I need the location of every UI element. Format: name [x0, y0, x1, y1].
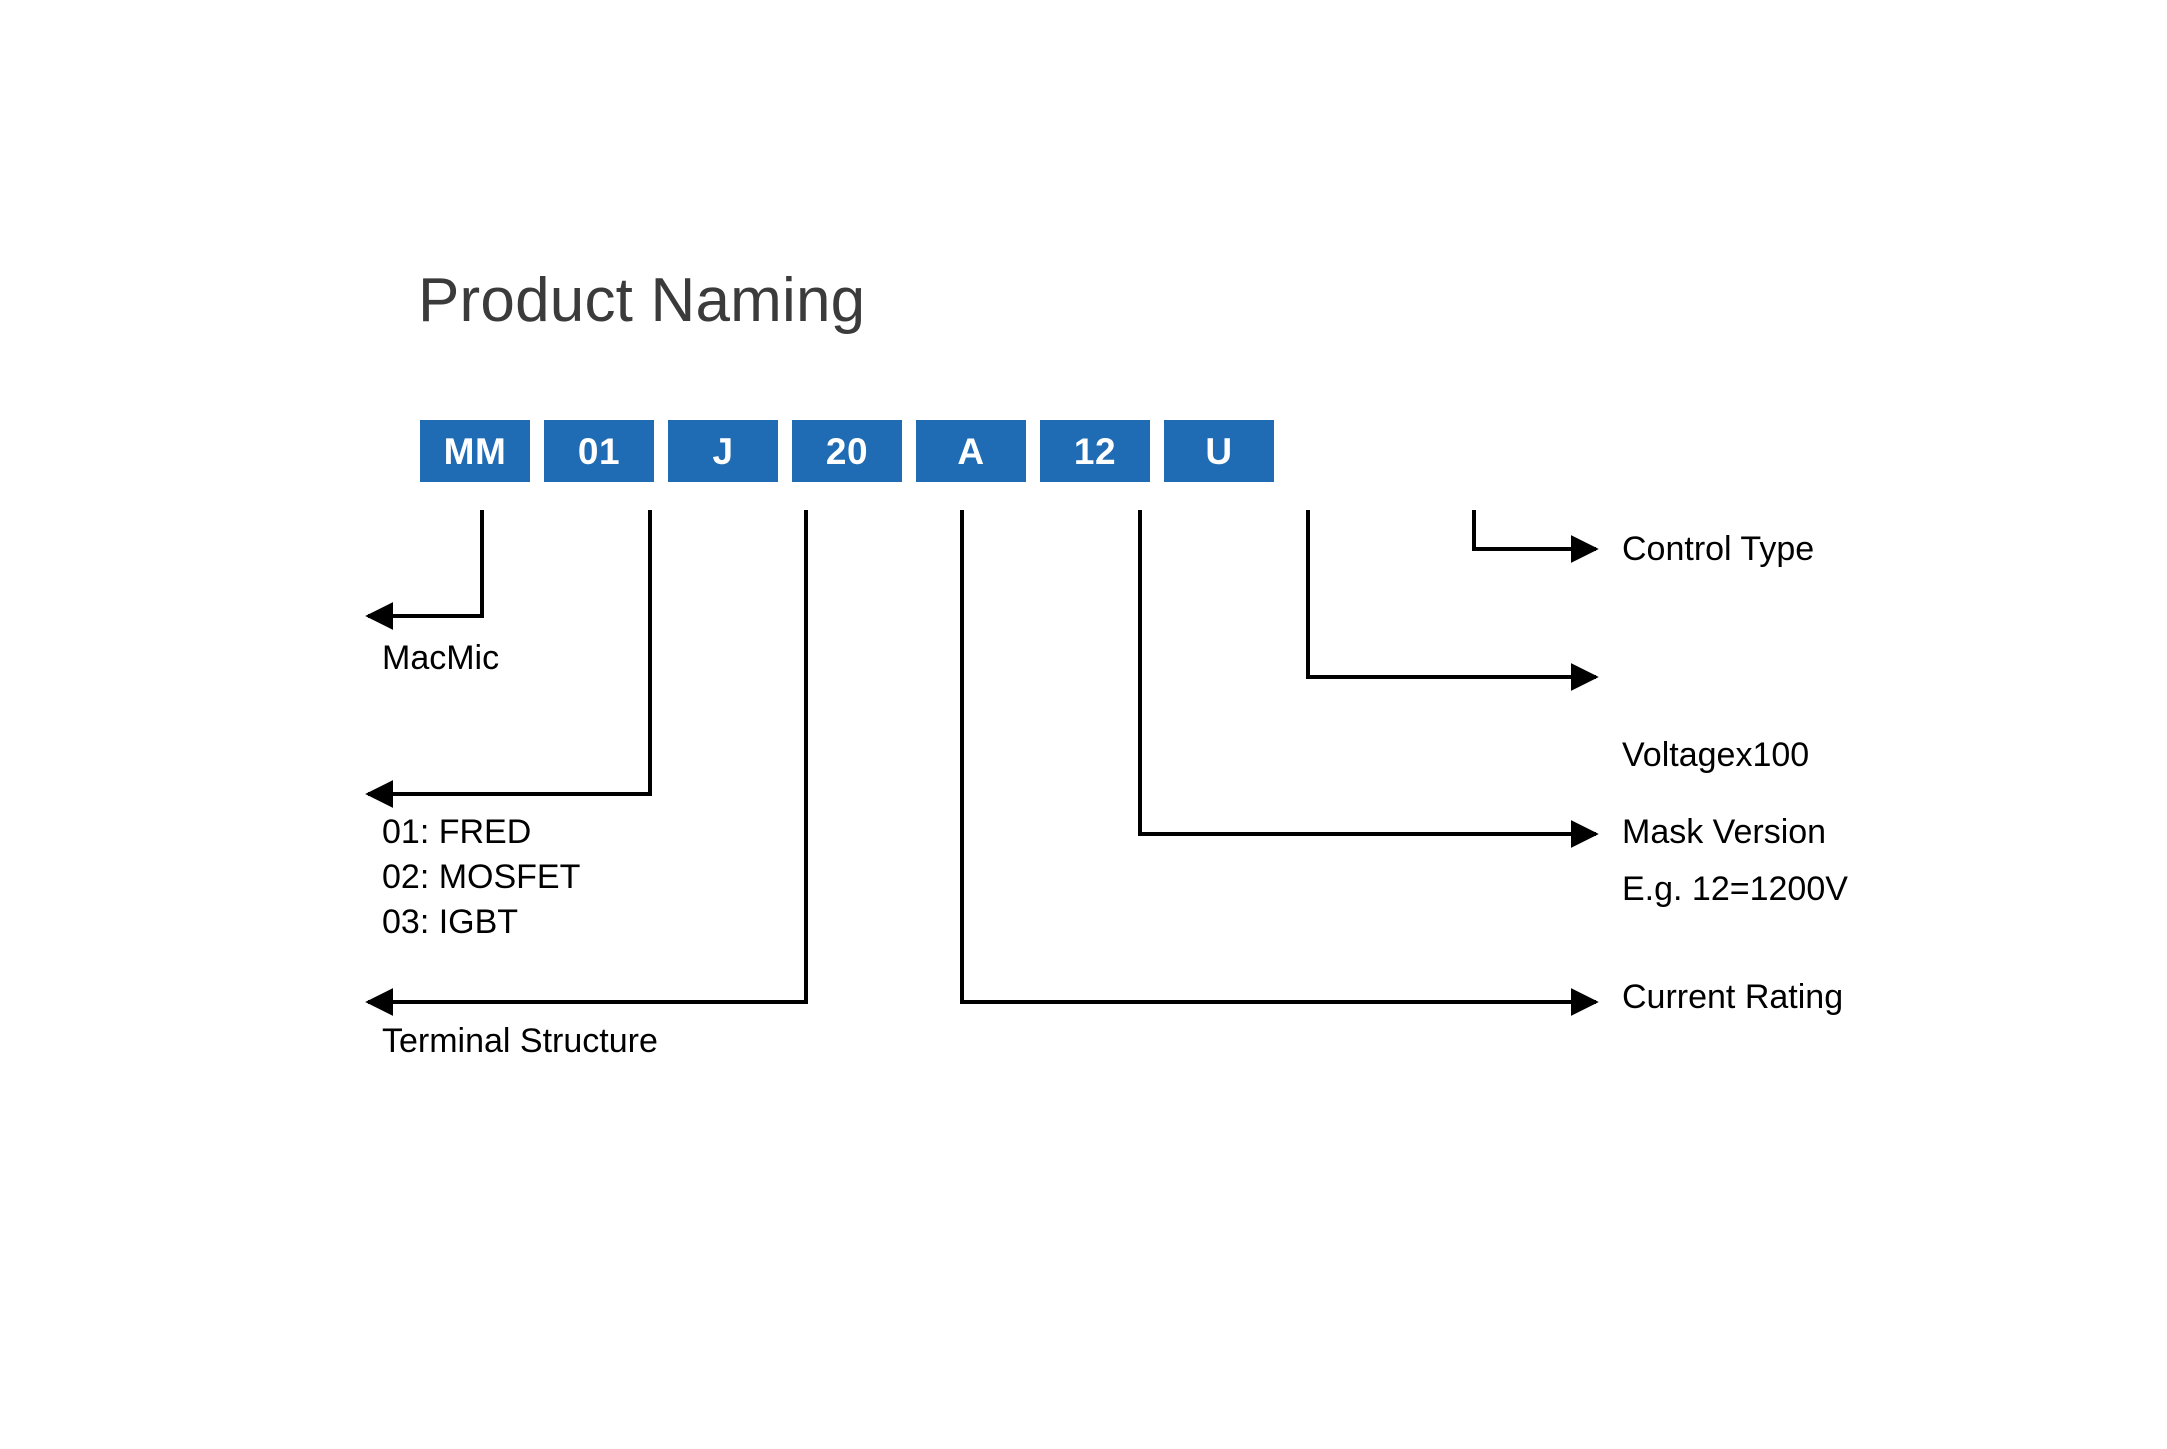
code-box-20[interactable]: 20	[792, 420, 902, 482]
label-voltage-line1: Voltagex100	[1622, 735, 1810, 774]
leader-line-mask-version	[1138, 510, 1599, 848]
label-current-rating: Current Rating	[1622, 978, 1844, 1016]
label-product-types: 01: FRED 02: MOSFET 03: IGBT	[382, 813, 581, 941]
leader-line-control-type	[1472, 510, 1599, 563]
code-box-01[interactable]: 01	[544, 420, 654, 482]
label-voltage-line2: E.g. 12=1200V	[1622, 870, 1848, 909]
leader-line-macmic	[365, 510, 484, 630]
label-terminal-structure: Terminal Structure	[382, 1022, 658, 1060]
leader-line-voltage	[1306, 510, 1599, 691]
leader-line-current-rating	[960, 510, 1599, 1016]
label-mask-version: Mask Version	[1622, 813, 1827, 851]
page-title: Product Naming	[418, 266, 866, 335]
code-box-12[interactable]: 12	[1040, 420, 1150, 482]
label-voltage: Voltagex100 E.g. 12=1200V	[1622, 643, 1848, 1002]
label-macmic: MacMic	[382, 639, 500, 677]
code-box-j[interactable]: J	[668, 420, 778, 482]
label-control-type: Control Type	[1622, 530, 1815, 568]
code-box-mm[interactable]: MM	[420, 420, 530, 482]
code-box-a[interactable]: A	[916, 420, 1026, 482]
code-box-u[interactable]: U	[1164, 420, 1274, 482]
part-number-code-row: MM 01 J 20 A 12 U	[420, 420, 1274, 482]
